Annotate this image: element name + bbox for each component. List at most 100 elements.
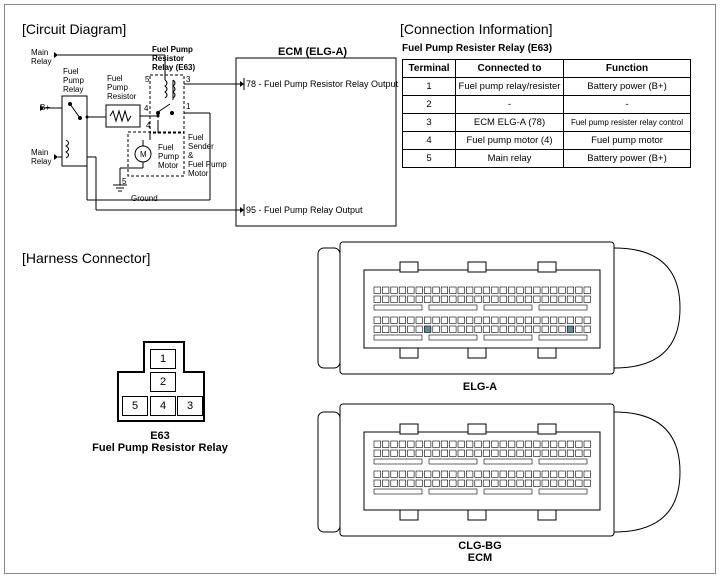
ecm-pin [407,295,415,303]
ecm-pin [474,286,482,294]
ecm-pin [440,325,449,333]
e63-pin-4: 4 [150,396,176,416]
ecm-pin [424,286,432,294]
ecm-pin [508,286,516,294]
ecm-pin [457,470,465,478]
ecm-pin [499,316,507,324]
ecm-pin [424,470,432,478]
ecm-pin [508,440,516,448]
fuel-pump-motor-label: Fuel Pump Motor [158,143,179,170]
ecm-pin [390,449,398,457]
ecm-pin [415,479,423,487]
ecm-pin [516,325,524,333]
ecm-pin [466,449,474,457]
ecm-pin [466,325,474,333]
ecm-pin-slot [428,458,478,465]
ecm-pin [575,440,583,448]
ecm-pin-slot [538,304,588,311]
ecm-pin [491,286,499,294]
main-relay-top-label: Main Relay [31,48,52,66]
ecm-pin [491,295,499,303]
ecm-pin [482,295,491,303]
ecm-pin [575,479,583,487]
main-relay-bottom-label: Main Relay [31,148,52,166]
ecm-pin [457,440,465,448]
ecm-pin [440,449,449,457]
ecm-pin [558,286,566,294]
table-row: 5 Main relay Battery power (B+) [402,149,691,168]
ecm-pin [398,295,407,303]
ecm-pin [449,449,457,457]
ecm-pin [583,295,591,303]
ecm-pin [499,479,507,487]
ecm-pin [382,470,390,478]
ecm-pin [499,440,507,448]
ecm-label: ECM [467,552,493,564]
ecm-pin [583,440,591,448]
ecm-pin [583,449,591,457]
ecm-pin [550,316,558,324]
ecm-pin [558,295,566,303]
ecm-pin [407,440,415,448]
ecm-pin [575,286,583,294]
ecm-78-label: 78 - Fuel Pump Resistor Relay Output [246,79,399,89]
ecm-pin [499,449,507,457]
ecm-pin-slot [538,334,588,341]
ecm-pin-slot [483,304,533,311]
ecm-pin [541,449,549,457]
e63-pin-3: 3 [177,396,203,416]
table-row: 2 - - [402,95,691,114]
ecm-pin [474,325,482,333]
clg-bg-connector [317,403,681,537]
ecm-pin [482,325,491,333]
ecm-pin [398,470,407,478]
ecm-pin [508,449,516,457]
ecm-pin [575,325,583,333]
ecm-pin [457,479,465,487]
ecm-pin [583,325,591,333]
motor-m-label: M [140,150,147,159]
ecm-pin [440,286,449,294]
ecm-pin [449,440,457,448]
ecm-pin [457,325,465,333]
ecm-pin [566,295,575,303]
ecm-pin [382,449,390,457]
ecm-pin [415,286,423,294]
ecm-pin [407,316,415,324]
harness-connector-title: [Harness Connector] [22,250,151,266]
elg-a-pin-grid [373,286,591,341]
ecm-pin [466,440,474,448]
ecm-pin [390,440,398,448]
ecm-pin [516,470,524,478]
ecm-pin [541,479,549,487]
ecm-pin [382,286,390,294]
ecm-pin [566,449,575,457]
ecm-pin [382,316,390,324]
ecm-pin [533,440,541,448]
pin5b-label: 5 [122,177,127,186]
ecm-pin [566,286,575,294]
ecm-pin-slot [428,488,478,495]
ecm-pin [566,440,575,448]
connection-info-title: [Connection Information] [400,21,553,37]
ecm-pin [474,316,482,324]
ecm-pin [373,440,381,448]
pin1-label: 1 [186,102,191,111]
ecm-pin [407,286,415,294]
ecm-pin [440,479,449,487]
ecm-pin [541,440,549,448]
ecm-pin [474,479,482,487]
ecm-pin [541,470,549,478]
bplus-label: B+ [40,103,51,112]
pin5-label: 5 [145,75,150,84]
ecm-pin [533,316,541,324]
ecm-pin [482,479,491,487]
ecm-pin [373,479,381,487]
ecm-pin [491,325,499,333]
ecm-pin [398,479,407,487]
ecm-pin [466,295,474,303]
ecm-pin-slot [483,488,533,495]
ecm-pin [583,316,591,324]
ecm-pin [415,470,423,478]
